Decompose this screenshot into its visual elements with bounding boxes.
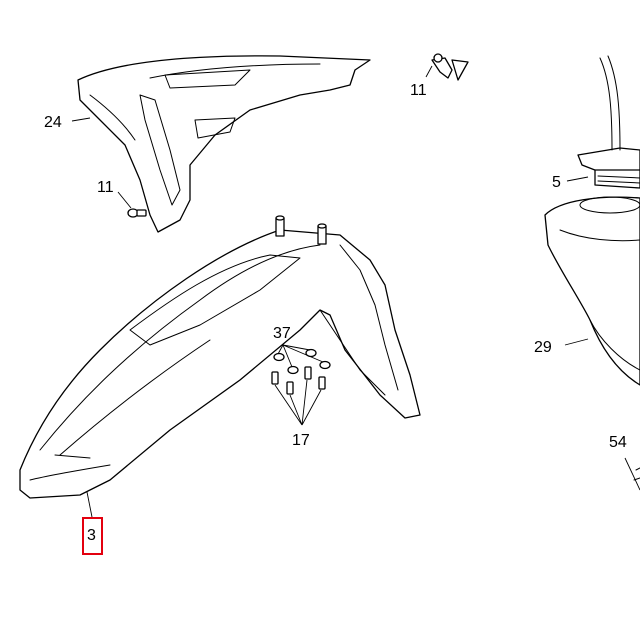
part-17-screws[interactable] bbox=[271, 366, 326, 395]
callout-3: 3 bbox=[87, 527, 96, 544]
callout-54: 54 bbox=[609, 434, 627, 451]
callout-3-highlighted[interactable]: 3 bbox=[82, 517, 103, 555]
part-11-screw-mid[interactable] bbox=[127, 208, 147, 218]
callout-29: 29 bbox=[534, 339, 552, 356]
callout-24: 24 bbox=[44, 114, 62, 131]
part-29-fuel-tank[interactable] bbox=[544, 196, 640, 386]
callout-37: 37 bbox=[273, 325, 291, 342]
callout-11-top: 11 bbox=[410, 82, 427, 99]
part-3-front-fender[interactable] bbox=[19, 215, 421, 499]
callout-5: 5 bbox=[552, 174, 561, 191]
leader-lines bbox=[71, 65, 640, 518]
part-11-bolt-top[interactable] bbox=[431, 53, 469, 81]
highlight-box bbox=[82, 517, 103, 555]
part-37-washers[interactable] bbox=[273, 348, 331, 375]
callout-17: 17 bbox=[292, 432, 310, 449]
part-5-fuel-cap[interactable] bbox=[577, 55, 640, 189]
part-24-front-cover[interactable] bbox=[77, 55, 371, 233]
callout-11-mid: 11 bbox=[97, 179, 114, 196]
